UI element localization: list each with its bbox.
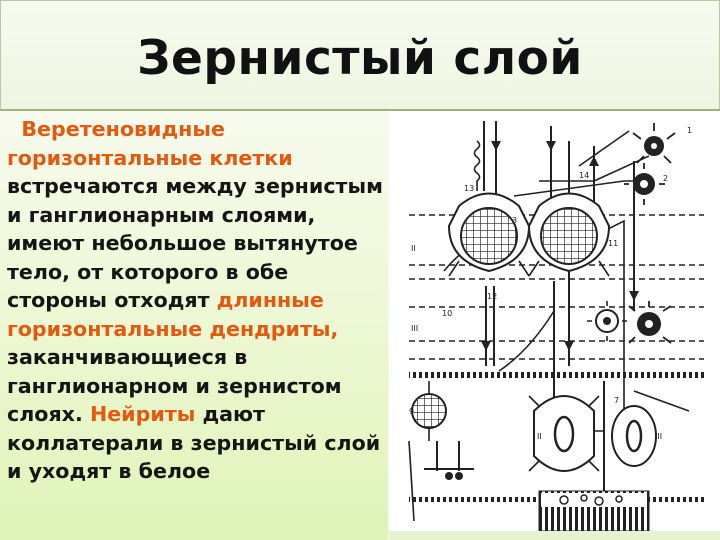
label-roman-iii: III: [655, 432, 662, 441]
highlight-neurites: Нейриты: [89, 402, 196, 426]
label-14: 14: [579, 171, 589, 180]
slide-title: Зернистый слой: [137, 30, 583, 86]
ganglion-cell-left: [447, 192, 531, 277]
label-roman-2: II: [411, 244, 416, 253]
star-cell-2: [624, 163, 665, 205]
body-text-1: встречаются между зернистым и ганглионар…: [7, 174, 383, 312]
oval-cell-right: [611, 405, 657, 467]
label-roman-3: III: [411, 324, 418, 333]
bottom-strip: [389, 531, 720, 540]
dashed-guides: [409, 214, 704, 360]
neuron-diagram: 1 2 3 7 9 10 11 12 13 14 II III II III: [389, 111, 720, 531]
star-cell-5: [628, 301, 672, 344]
highlight-dendrites: длинные горизонтальные дендриты,: [7, 288, 339, 341]
label-2: 2: [663, 174, 668, 183]
label-9: 9: [409, 407, 414, 416]
bottom-left-dots: [424, 468, 474, 480]
star-cell-1: [632, 123, 676, 164]
body-paragraph: Веретеновидные горизонтальные клетки вст…: [7, 115, 388, 486]
connecting-lines: [408, 130, 690, 522]
label-1: 1: [687, 126, 692, 135]
neuron-diagram-svg: 1 2 3 7 9 10 11 12 13 14 II III II III: [408, 121, 704, 531]
star-cell-4: [587, 301, 627, 341]
highlight-spindle-cells: Веретеновидные горизонтальные клетки: [7, 117, 293, 170]
bottom-base: [538, 490, 650, 531]
text-panel: Веретеновидные горизонтальные клетки вст…: [0, 111, 388, 540]
squiggle-fiber: [473, 140, 481, 191]
label-11: 11: [608, 239, 618, 248]
ganglion-cell-right: [527, 192, 611, 277]
figure-labels: 1 2 3 7 9 10 11 12 13 14 II III II III: [409, 126, 692, 441]
title-bar: Зернистый слой: [0, 0, 720, 111]
label-roman-ii: II: [537, 432, 542, 441]
layer-divider-upper: [409, 372, 704, 378]
label-3: 3: [512, 216, 517, 225]
label-7: 7: [614, 396, 619, 405]
body-text-2: заканчивающиеся в ганглионарном и зернис…: [7, 345, 342, 426]
granule-cell-9: [411, 381, 447, 441]
label-10: 10: [442, 309, 452, 318]
arrowheads: [481, 141, 639, 351]
label-13: 13: [464, 184, 474, 193]
label-12: 12: [487, 292, 497, 301]
body-text-3: дают коллатерали в зернистый слой и уход…: [7, 402, 381, 483]
oval-cell-center: [528, 395, 600, 472]
